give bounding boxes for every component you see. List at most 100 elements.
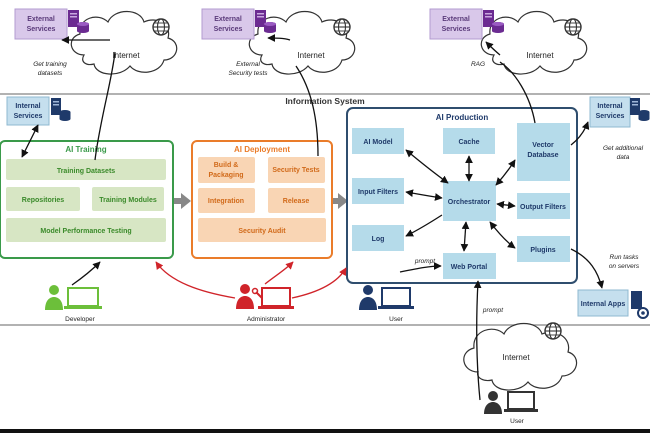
security-audit-box [198, 218, 326, 242]
arrow-orchestrator-input [405, 189, 443, 201]
external-services-label: External [214, 16, 242, 23]
arrow-developer-training [71, 261, 101, 286]
server-icon [630, 98, 650, 121]
user-outside-label: User [510, 418, 525, 425]
vector-database-box [517, 123, 570, 181]
globe-icon [564, 18, 582, 36]
training-datasets-label: Training Datasets [57, 168, 115, 175]
external-services-label: External [442, 16, 470, 23]
arrow-orchestrator-ai-model [405, 149, 449, 184]
arrow-internal-to-training [21, 124, 39, 158]
security-tests-box [268, 157, 325, 183]
web-portal-box [443, 253, 496, 279]
bottom-edge [0, 429, 650, 433]
ai-training-title: AI Training [65, 145, 106, 154]
gear-server-icon [631, 291, 649, 319]
repositories-label: Repositories [22, 197, 65, 204]
arrow-orchestrator-log [405, 214, 443, 237]
external-services-label: Services [214, 26, 243, 33]
developer-label: Developer [65, 316, 95, 323]
annotation-rag: RAG [471, 61, 485, 68]
vector-database-label: Database [527, 152, 558, 159]
ai-model-box [352, 128, 404, 154]
ai-production-panel: AI Production AI Model Cache Vector Data… [346, 107, 578, 284]
pipeline-arrow-deployment-to-production [333, 193, 348, 209]
arrow-user-webportal [399, 262, 442, 273]
ai-deployment-panel: AI Deployment Build & Packaging Security… [191, 140, 333, 259]
person-icon [49, 285, 59, 295]
globe-icon [152, 18, 170, 36]
annotation-run-tasks: Run tasks [610, 254, 640, 261]
user-figure: User [359, 285, 414, 323]
repositories-box [6, 187, 80, 211]
external-services-label: External [27, 16, 55, 23]
external-services-3: External Services RAG [429, 8, 504, 68]
arrow-training-to-external [94, 51, 116, 161]
training-modules-label: Training Modules [99, 197, 157, 204]
internal-services-label: Internal [15, 103, 40, 110]
annotation-get-training-datasets: datasets [38, 70, 63, 77]
build-packaging-box [198, 157, 255, 183]
log-label: Log [372, 236, 385, 243]
external-services-label: Services [27, 26, 56, 33]
connection-arrows [21, 34, 605, 401]
arrow-orchestrator-vector [495, 159, 516, 186]
internet-cloud-bottom: Internet [463, 322, 578, 391]
internal-services-label: Services [596, 113, 625, 120]
arrow-deployment-to-external [295, 65, 319, 157]
input-filters-label: Input Filters [358, 189, 398, 196]
arrow-plugins-internal-apps [570, 248, 605, 289]
cache-box [443, 128, 495, 154]
administrator-figure: Administrator [236, 284, 294, 323]
ai-deployment-title: AI Deployment [234, 145, 290, 154]
laptop-icon [64, 287, 102, 309]
internal-services-right: Internal Services Get additional data [589, 96, 650, 161]
internal-services-left: Internal Services [6, 96, 71, 126]
output-filters-label: Output Filters [520, 204, 566, 211]
build-packaging-label: Packaging [208, 172, 243, 179]
annotation-external-security-tests: External [236, 61, 260, 68]
annotation-get-additional-data: Get additional [603, 145, 644, 152]
annotation-run-tasks: on servers [609, 263, 640, 270]
globe-icon [333, 18, 351, 36]
prompt-label-external: prompt [482, 307, 504, 314]
arrow-vector-to-external [499, 61, 536, 124]
user-outside-figure: User [484, 391, 538, 425]
web-portal-label: Web Portal [451, 264, 487, 271]
build-packaging-label: Build & [214, 162, 239, 169]
annotation-external-security-tests: Security tests [228, 70, 268, 77]
wrench-icon [251, 287, 263, 299]
ai-model-label: AI Model [363, 139, 392, 146]
plugins-box [517, 236, 570, 262]
integration-label: Integration [208, 198, 244, 205]
server-icon [51, 98, 71, 121]
ai-production-title: AI Production [436, 113, 489, 122]
person-icon [488, 391, 498, 401]
output-filters-box [517, 193, 570, 219]
release-label: Release [283, 198, 310, 205]
external-services-1: External Services Get training datasets [14, 8, 89, 77]
training-modules-box [92, 187, 164, 211]
security-audit-label: Security Audit [238, 228, 286, 235]
model-performance-testing-box [6, 218, 166, 242]
person-icon [363, 285, 373, 295]
orchestrator-label: Orchestrator [448, 199, 491, 206]
security-tests-label: Security Tests [272, 167, 319, 174]
model-performance-testing-label: Model Performance Testing [40, 228, 131, 235]
user-label: User [389, 316, 404, 323]
internet-label-bottom: Internet [502, 353, 530, 362]
log-box [352, 225, 404, 251]
globe-icon [544, 322, 562, 340]
external-services-2: External Services External Security test… [201, 8, 276, 77]
arrow-orchestrator-webportal [460, 221, 470, 252]
developer-figure: Developer [45, 285, 102, 323]
orchestrator-box [443, 181, 496, 221]
pipeline-arrow-training-to-deployment [174, 193, 191, 209]
training-datasets-box [6, 159, 166, 180]
internet-cloud-left: Internet [70, 10, 178, 75]
person-icon [240, 284, 250, 294]
cache-label: Cache [458, 139, 479, 146]
annotation-get-training-datasets: Get training [33, 61, 67, 68]
